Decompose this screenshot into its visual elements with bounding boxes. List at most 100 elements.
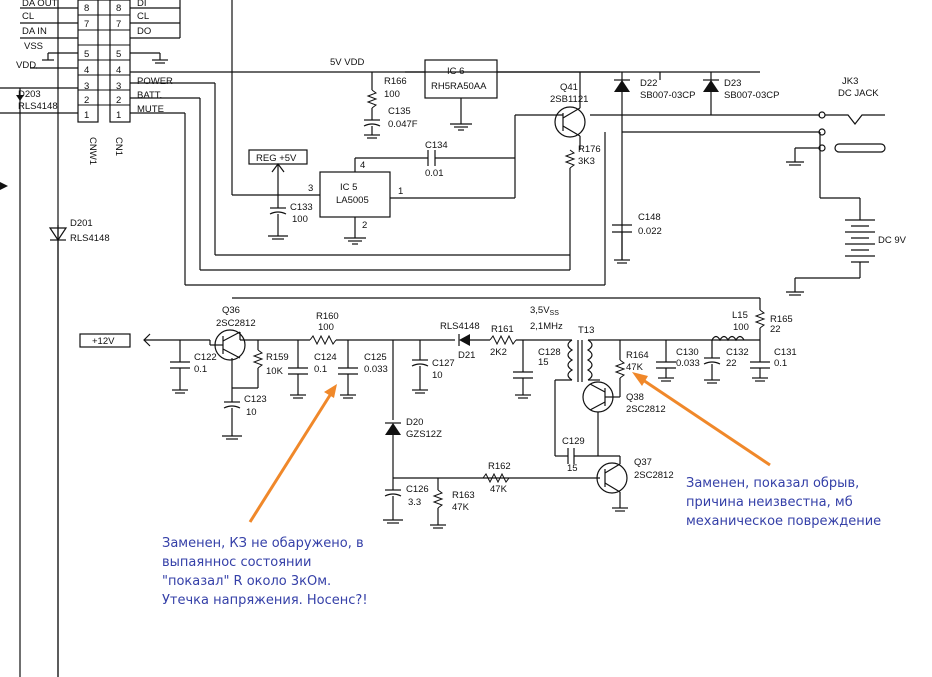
svg-text:0.022: 0.022: [638, 226, 662, 237]
label-c135: C135: [388, 106, 411, 117]
upper-labels: 5V VDD R166 100 C135 0.047F IC 6 RH5RA50…: [256, 57, 907, 246]
svg-text:SB007-03CP: SB007-03CP: [640, 90, 695, 101]
svg-text:47K: 47K: [452, 502, 470, 513]
label-r159: R159: [266, 352, 289, 363]
label-c123: C123: [244, 394, 267, 405]
svg-text:4: 4: [116, 65, 121, 76]
label-d22: D22: [640, 78, 657, 89]
label-r161: R161: [491, 324, 514, 335]
svg-text:47K: 47K: [626, 362, 644, 373]
svg-text:2: 2: [84, 95, 89, 106]
label-rls4148: RLS4148: [440, 321, 480, 332]
svg-text:7: 7: [116, 19, 121, 30]
annotation-right: Заменен, показал обрыв, причина неизвест…: [686, 476, 882, 529]
reg-label: REG +5V: [256, 153, 297, 164]
label-c130: C130: [676, 347, 699, 358]
svg-text:3: 3: [116, 81, 121, 92]
svg-text:0.1: 0.1: [194, 364, 207, 375]
svg-text:2K2: 2K2: [490, 347, 507, 358]
label-c122: C122: [194, 352, 217, 363]
svg-text:1: 1: [398, 186, 403, 197]
label-l15: L15: [732, 310, 748, 321]
svg-text:2SC2812: 2SC2812: [634, 470, 674, 481]
svg-text:4: 4: [84, 65, 89, 76]
label-c133: C133: [290, 202, 313, 213]
label-d21: D21: [458, 350, 475, 361]
label-d203: D203: [18, 89, 41, 100]
label-d20: D20: [406, 417, 423, 428]
arrow-head-right: [632, 372, 648, 386]
svg-text:5: 5: [116, 49, 121, 60]
svg-text:2: 2: [116, 95, 121, 106]
pin-da-out: DA OUT: [22, 0, 58, 9]
svg-text:3: 3: [84, 81, 89, 92]
svg-text:2SB1121: 2SB1121: [550, 94, 588, 105]
label-jk3: JK3: [842, 76, 858, 87]
svg-text:100: 100: [733, 322, 749, 333]
arrow-head-left: [324, 384, 337, 398]
svg-text:100: 100: [318, 322, 334, 333]
svg-text:10K: 10K: [266, 366, 284, 377]
svg-text:15: 15: [567, 463, 578, 474]
svg-text:3: 3: [308, 183, 313, 194]
svg-text:RH5RA50AA: RH5RA50AA: [431, 81, 487, 92]
ic5-section: [248, 149, 515, 245]
svg-text:7: 7: [84, 19, 89, 30]
freq-label-v: 3,5VSS: [530, 305, 559, 317]
connector-text: DA OUT CL DA IN VSS VDD D203 RLS4148 DI …: [16, 0, 173, 244]
label-d201: D201: [70, 218, 93, 229]
pin-da-in: DA IN: [22, 26, 47, 37]
svg-text:1: 1: [84, 110, 89, 121]
label-c131: C131: [774, 347, 797, 358]
label-q36: Q36: [222, 305, 240, 316]
svg-text:0.033: 0.033: [676, 358, 700, 369]
label-c132: C132: [726, 347, 749, 358]
label-q41: Q41: [560, 82, 578, 93]
label-d203-part: RLS4148: [18, 101, 58, 112]
svg-text:4: 4: [360, 160, 365, 171]
label-r163: R163: [452, 490, 475, 501]
label-r165: R165: [770, 314, 793, 325]
svg-text:8: 8: [84, 3, 89, 14]
svg-text:GZS12Z: GZS12Z: [406, 429, 442, 440]
label-c124: C124: [314, 352, 337, 363]
svg-text:DC JACK: DC JACK: [838, 88, 879, 99]
svg-text:3.3: 3.3: [408, 497, 421, 508]
label-c126: C126: [406, 484, 429, 495]
pin-di: DI: [137, 0, 147, 9]
svg-text:15: 15: [538, 357, 549, 368]
svg-text:2SC2812: 2SC2812: [216, 318, 256, 329]
label-q38: Q38: [626, 392, 644, 403]
label-c129: C129: [562, 436, 585, 447]
pin-do: DO: [137, 26, 151, 37]
label-q37: Q37: [634, 457, 652, 468]
label-c125: C125: [364, 352, 387, 363]
label-r162: R162: [488, 461, 511, 472]
annotation-left: Заменен, КЗ не обаружено, в выпаянноc со…: [162, 536, 368, 608]
cnw1-label: CNW1: [87, 137, 98, 165]
svg-text:100: 100: [384, 89, 400, 100]
svg-text:0.047F: 0.047F: [388, 119, 418, 130]
lower-labels: +12V Q36 2SC2812 R160 100 RLS4148 D21 R1…: [92, 305, 797, 513]
svg-text:3K3: 3K3: [578, 156, 595, 167]
label-ic5: IC 5: [340, 182, 357, 193]
label-r164: R164: [626, 350, 649, 361]
svg-text:47K: 47K: [490, 484, 508, 495]
label-c134: C134: [425, 140, 448, 151]
label-dc9v: DC 9V: [878, 235, 907, 246]
svg-text:8: 8: [116, 3, 121, 14]
svg-text:2: 2: [362, 220, 367, 231]
svg-text:0.01: 0.01: [425, 168, 444, 179]
svg-text:1: 1: [116, 110, 121, 121]
svg-text:10: 10: [246, 407, 257, 418]
label-t13: T13: [578, 325, 594, 336]
svg-text:22: 22: [726, 358, 737, 369]
label-d23: D23: [724, 78, 741, 89]
svg-text:SB007-03CP: SB007-03CP: [724, 90, 779, 101]
svg-text:10: 10: [432, 370, 443, 381]
annotation-arrows: [248, 372, 771, 523]
label-r160: R160: [316, 311, 339, 322]
label-r176: R176: [578, 144, 601, 155]
pin-vss: VSS: [24, 41, 43, 52]
pin-batt: BATT.: [137, 90, 162, 101]
